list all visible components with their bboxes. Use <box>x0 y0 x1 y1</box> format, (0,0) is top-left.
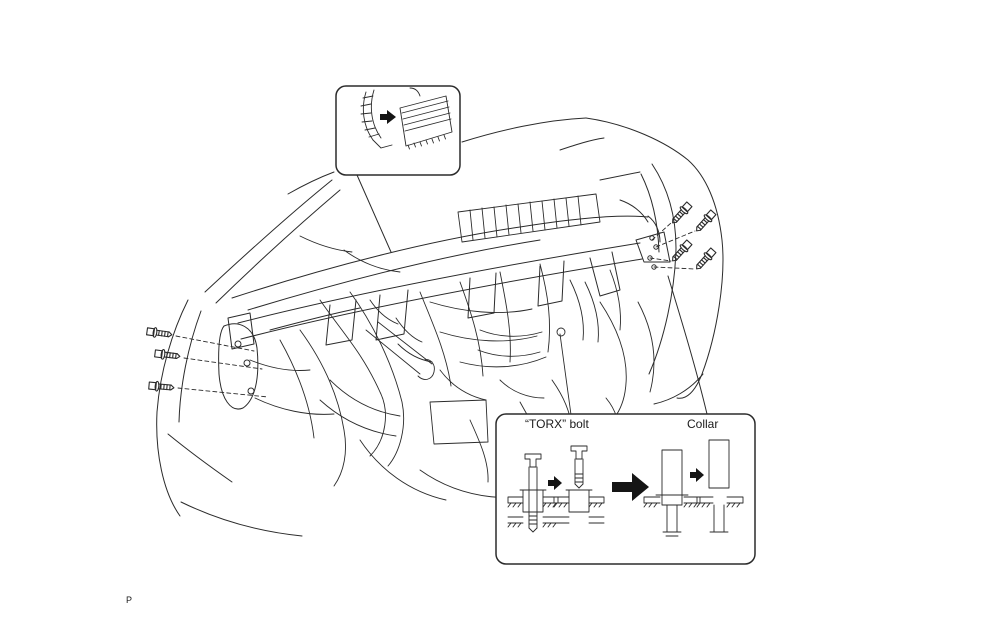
harness-detail-drawing <box>360 87 453 150</box>
detail-arrow-icon <box>380 110 396 124</box>
big-step-arrow-icon <box>612 473 649 501</box>
torx-bolt-label: “TORX” bolt <box>525 417 589 431</box>
collar-installed-figure <box>643 449 701 537</box>
torx-bolt-installed-figure <box>507 453 559 533</box>
torx-bolt-icon <box>668 238 694 265</box>
collar-label: Collar <box>687 417 719 431</box>
wiring-harness <box>249 235 655 501</box>
torx-bolt-removed-figure <box>553 445 605 524</box>
defroster-grille <box>457 193 601 243</box>
reinforcement-beam <box>218 215 671 410</box>
page-marker: P <box>126 595 133 605</box>
bolt-procedure-callout <box>495 413 756 565</box>
bolt-leader-lines <box>649 222 696 270</box>
collar-removed-figure <box>696 439 744 533</box>
harness-detail-callout <box>335 85 461 176</box>
right-bolt-group <box>649 200 718 273</box>
bolt-leader-lines <box>175 335 269 398</box>
small-step-arrow-icon <box>548 476 562 490</box>
torx-bolt-icon <box>692 246 718 273</box>
torx-bolt-icon <box>145 326 174 341</box>
torx-bolt-icon <box>148 380 175 394</box>
small-step-arrow-icon <box>690 468 704 482</box>
left-bolt-group <box>145 326 269 398</box>
harness-detail-callout-box <box>335 85 461 176</box>
callout-leader-lines <box>356 174 708 415</box>
torx-bolt-icon <box>692 208 718 235</box>
torx-bolt-icon <box>153 348 181 362</box>
